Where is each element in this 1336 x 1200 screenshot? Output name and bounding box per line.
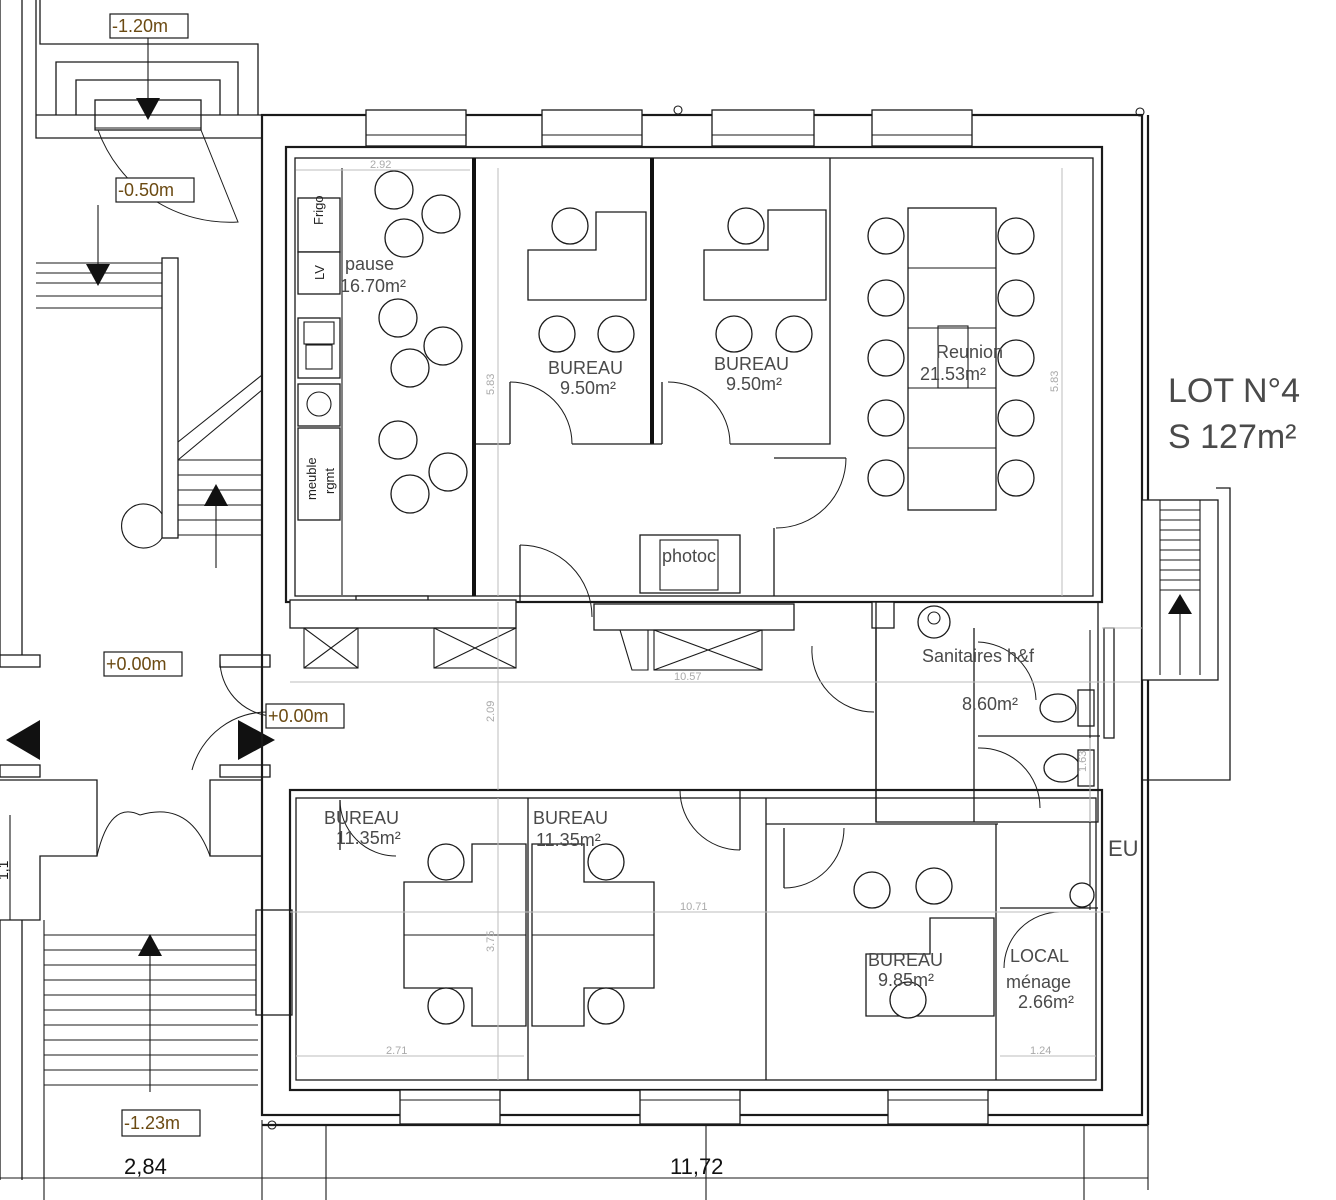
corridor <box>289 534 895 822</box>
level-label: +0.00m <box>268 706 329 726</box>
room-name-sanitaires: Sanitaires h&f <box>922 646 1035 666</box>
room-name-bureau5: BUREAU <box>868 950 943 970</box>
level-label: +0.00m <box>106 654 167 674</box>
pause-room <box>297 158 476 596</box>
main-walls <box>260 105 1231 1130</box>
room-name-bureau3: BUREAU <box>324 808 399 828</box>
sanitary-room <box>875 601 1115 910</box>
lot-title: LOT N°4 <box>1168 372 1300 410</box>
room-area-bureau1: 9.50m² <box>560 378 616 398</box>
arrow-right-icon <box>238 720 275 760</box>
arrow-left-icon <box>6 720 40 760</box>
room-name-photoc: photoc <box>662 546 716 566</box>
chair <box>374 170 430 514</box>
level-label: -1.23m <box>124 1113 180 1133</box>
fixture-frigo: Frigo <box>311 195 326 225</box>
room-area-reunion: 21.53m² <box>920 364 986 384</box>
room-name-local-2: ménage <box>1006 972 1071 992</box>
room-area-pause: 16.70m² <box>340 276 406 296</box>
level-label: -1.20m <box>112 16 168 36</box>
dim-label: 2.71 <box>386 1045 407 1057</box>
stair-flight <box>36 257 263 549</box>
fixture-lv: LV <box>312 265 327 280</box>
room-name-bureau2: BUREAU <box>714 354 789 374</box>
dim-label: 1.63 <box>1077 751 1089 772</box>
dim-label: 5.83 <box>485 374 497 395</box>
labels: LOT N°4 S 127m² pause 16.70m² BUREAU 9.5… <box>0 13 1300 1179</box>
overall-dim: 2,84 <box>124 1154 167 1179</box>
room-area-bureau4: 11.35m² <box>536 830 601 850</box>
entrance-stair-zone <box>0 0 1142 1180</box>
dim-label: 2.09 <box>485 701 497 722</box>
room-area-bureau2: 9.50m² <box>726 374 782 394</box>
dim-label: 3.75 <box>485 931 497 952</box>
level-label: -0.50m <box>118 180 174 200</box>
fixture-rgmt: rgmt <box>322 468 337 494</box>
dim-label: 10.71 <box>680 901 708 913</box>
dim-label: 1.24 <box>1030 1045 1051 1057</box>
room-area-sanitaires: 8.60m² <box>962 694 1018 714</box>
storage-crates <box>303 627 763 671</box>
overall-dim: 1,1 <box>0 860 11 880</box>
overall-dim: 11,72 <box>670 1154 723 1179</box>
room-area-local: 2.66m² <box>1018 992 1074 1012</box>
room-name-bureau4: BUREAU <box>533 808 608 828</box>
top-offices <box>476 158 831 445</box>
room-area-bureau5: 9.85m² <box>878 970 934 990</box>
bottom-offices <box>339 789 1098 1080</box>
dimension-lines <box>0 168 1149 1200</box>
dim-label: 5.83 <box>1049 371 1061 392</box>
fixture-meuble: meuble <box>304 457 319 500</box>
room-name-eu: EU <box>1108 836 1139 861</box>
room-name-bureau1: BUREAU <box>548 358 623 378</box>
meeting-room <box>773 207 1035 596</box>
lot-surface: S 127m² <box>1168 418 1297 456</box>
room-name-reunion: Reunion <box>936 342 1003 362</box>
chair <box>867 217 1035 497</box>
room-area-bureau3: 11.35m² <box>336 828 401 848</box>
dim-label: 2.92 <box>370 159 391 171</box>
dim-label: 10.57 <box>674 671 702 683</box>
room-name-pause: pause <box>345 254 394 274</box>
room-name-local: LOCAL <box>1010 946 1069 966</box>
